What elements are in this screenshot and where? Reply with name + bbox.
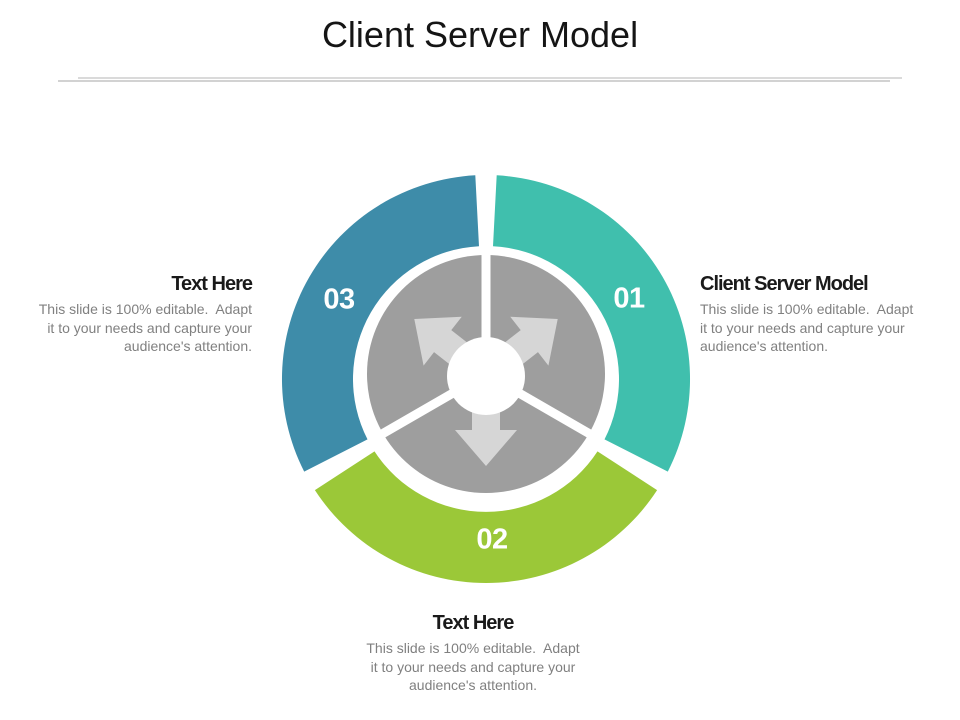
callout-left-body: This slide is 100% editable. Adapt it to… bbox=[38, 301, 252, 354]
callout-bottom-heading: Text Here bbox=[432, 612, 515, 634]
segment-02-number: 02 bbox=[476, 523, 508, 556]
hub-arrow-south-icon bbox=[455, 369, 517, 466]
segment-02-arc[interactable] bbox=[314, 451, 658, 584]
callout-left[interactable]: Text Here This slide is 100% editable. A… bbox=[12, 273, 253, 356]
segment-03-number: 03 bbox=[323, 283, 355, 316]
title-divider-line-top bbox=[78, 77, 902, 79]
callout-bottom[interactable]: Text Here This slide is 100% editable. A… bbox=[303, 612, 643, 695]
callout-right-heading: Client Server Model bbox=[700, 273, 869, 295]
callout-right-body: This slide is 100% editable. Adapt it to… bbox=[700, 301, 914, 354]
title-divider-line-bottom bbox=[58, 80, 890, 82]
callout-right[interactable]: Client Server Model This slide is 100% e… bbox=[700, 273, 940, 356]
callout-bottom-body: This slide is 100% editable. Adapt it to… bbox=[366, 640, 580, 693]
hub-center-circle bbox=[447, 337, 525, 415]
callout-left-heading: Text Here bbox=[171, 273, 253, 295]
segment-01-arc[interactable] bbox=[493, 175, 691, 472]
segment-03-arc[interactable] bbox=[281, 175, 479, 472]
slide-title[interactable]: Client Server Model bbox=[321, 14, 639, 55]
segment-01-number: 01 bbox=[613, 282, 645, 315]
